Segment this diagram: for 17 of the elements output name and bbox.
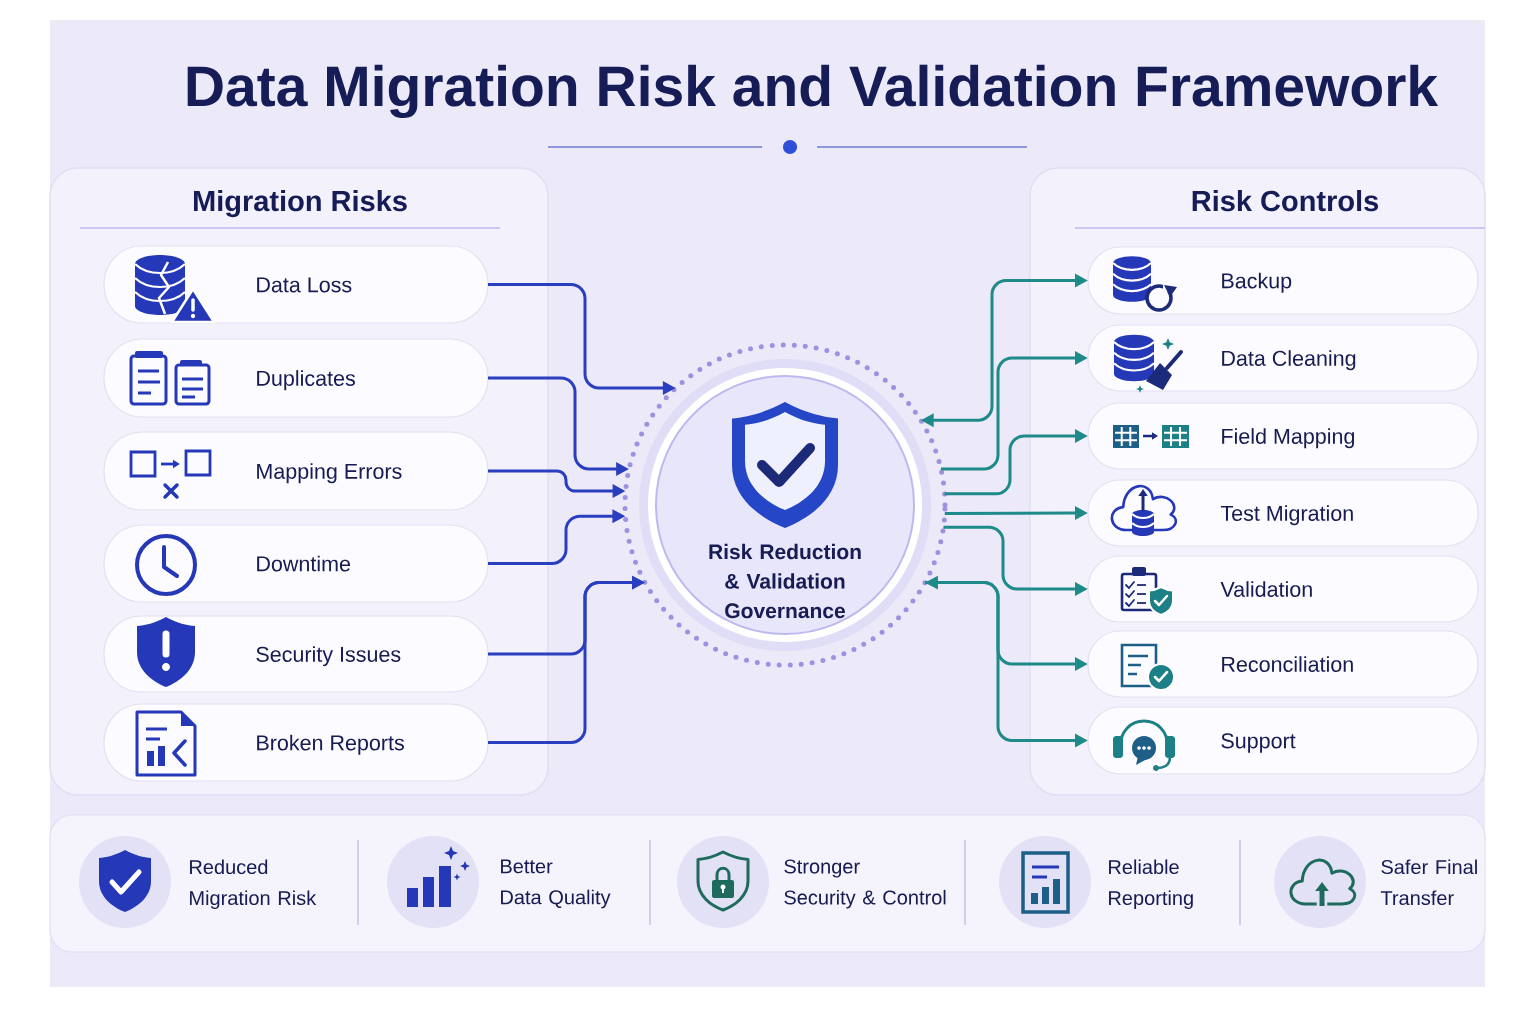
list-item: Broken Reports xyxy=(103,703,489,782)
list-item: Downtime xyxy=(103,524,489,603)
list-item: Support xyxy=(1087,706,1479,775)
benefit-text: Safer Final Transfer xyxy=(1380,859,1477,906)
list-item: Validation xyxy=(1087,555,1479,623)
list-item: Reconciliation xyxy=(1087,630,1479,698)
panel-heading: Risk Controls xyxy=(1192,190,1379,212)
benefit-text: Better Data Quality xyxy=(501,859,611,909)
list-item: Field Mapping xyxy=(1087,402,1479,470)
list-item: Test Migration xyxy=(1087,479,1479,547)
benefit-text: Reliable Reporting xyxy=(1109,859,1193,910)
list-item: Duplicates xyxy=(103,338,489,418)
benefit-text: Stronger Security & Control xyxy=(784,859,946,909)
benefit-text: Reduced Migration Risk xyxy=(190,859,317,910)
title: Data Migration Risk and Validation Framework xyxy=(187,64,1439,119)
list-item: Mapping Errors xyxy=(103,431,489,511)
panel-heading: Migration Risks xyxy=(194,190,407,218)
